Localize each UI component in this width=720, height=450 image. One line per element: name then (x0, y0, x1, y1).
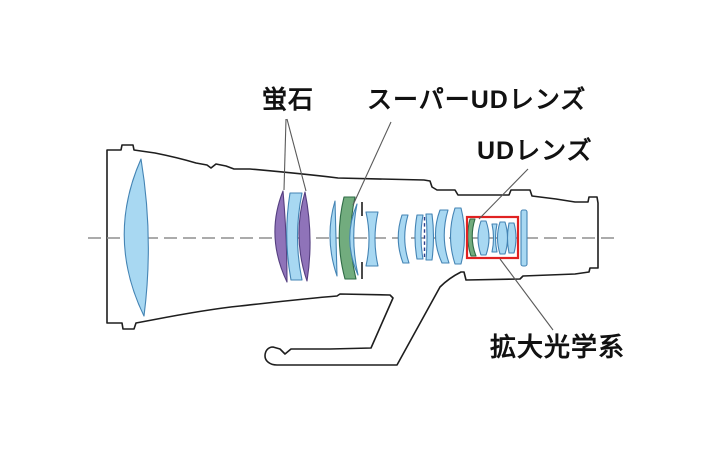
magnifying-optics-group (467, 218, 517, 257)
rear-protective-glass (520, 209, 528, 267)
doublet-element-a (414, 214, 424, 260)
rear-element-1 (477, 220, 490, 256)
meniscus-element-2 (397, 214, 410, 264)
front-lens-element (123, 158, 149, 317)
middle-lens-group (365, 207, 466, 267)
biconvex-element (449, 207, 466, 265)
fluorite-elements (274, 190, 311, 283)
fluorite-leader-line-1 (283, 118, 287, 191)
meniscus-element (329, 200, 338, 277)
fluorite-leader-line-2 (286, 118, 307, 192)
rear-element-3 (496, 221, 509, 255)
label-fluorite: 蛍石 (262, 86, 315, 114)
super-ud-leader-line (352, 121, 392, 206)
triplet-middle-element (286, 192, 303, 281)
label-magnifying-optics: 拡大光学系 (490, 332, 626, 362)
fluorite-element-1 (274, 190, 288, 283)
magnifying-optics-highlight-box (465, 215, 520, 260)
biconcave-element (365, 211, 379, 267)
label-ud-lens: UDレンズ (477, 137, 593, 165)
rear-element-4 (506, 222, 517, 254)
meniscus-sliver-element (349, 203, 359, 276)
super-ud-group (329, 196, 359, 280)
doublet-element-b (425, 213, 435, 261)
rear-element-2 (491, 223, 498, 253)
ud-leader-line (478, 168, 529, 220)
fluorite-element-2 (298, 191, 311, 282)
meniscus-element-3 (434, 209, 450, 264)
label-super-ud-lens: スーパーUDレンズ (367, 86, 587, 114)
magnifying-optics-leader-line (499, 258, 554, 331)
